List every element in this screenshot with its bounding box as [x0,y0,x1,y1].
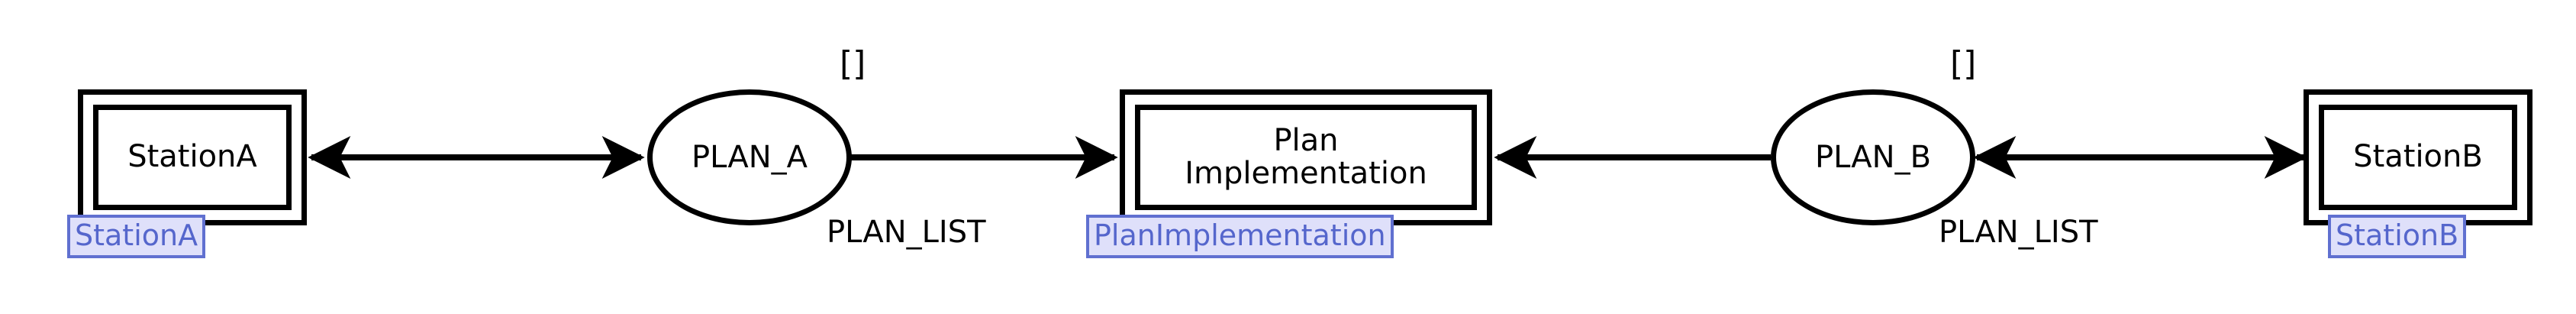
node-plan-a[interactable]: PLAN_A [647,89,852,225]
node-plan-implementation-label: Plan Implementation [1185,122,1427,191]
node-plan-a-label: PLAN_A [692,140,808,175]
node-station-b-label: StationB [2353,139,2483,175]
node-plan-b[interactable]: PLAN_B [1771,89,1975,225]
edge-label-plan-b-plan-list: PLAN_LIST [1939,215,2098,250]
node-station-b-inner: StationB [2319,105,2517,210]
node-station-a-inner: StationA [93,105,292,210]
node-plan-implementation[interactable]: Plan Implementation [1120,89,1492,225]
token-annotation-plan-b: [] [1950,44,1977,83]
edge-label-plan-a-plan-list: PLAN_LIST [827,215,986,250]
instance-label-plan-implementation[interactable]: PlanImplementation [1086,215,1394,258]
node-plan-implementation-inner: Plan Implementation [1135,105,1477,210]
instance-label-station-b[interactable]: StationB [2328,215,2467,258]
node-plan-b-label: PLAN_B [1814,140,1932,175]
node-station-a-label: StationA [127,139,257,175]
token-annotation-plan-a: [] [840,44,866,83]
instance-label-station-a[interactable]: StationA [67,215,206,258]
node-station-b[interactable]: StationB [2304,89,2532,225]
node-station-a[interactable]: StationA [78,89,307,225]
